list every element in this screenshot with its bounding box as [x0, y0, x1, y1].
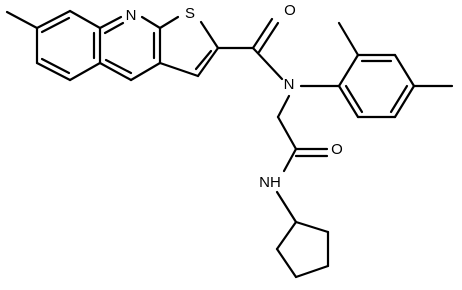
bond: [275, 247, 298, 279]
bond: [275, 190, 298, 224]
bond: [276, 115, 298, 151]
atom-labels: N S O N O NH: [126, 2, 343, 191]
bond: [294, 220, 330, 234]
bond: [98, 61, 133, 82]
bond: [199, 20, 220, 50]
oxygen-label-upper: O: [284, 2, 296, 19]
bond: [393, 53, 416, 88]
bond: [35, 9, 72, 30]
bond: [35, 61, 72, 82]
oxygen-label-lower: O: [331, 141, 343, 158]
bond: [140, 15, 162, 30]
bond: [276, 94, 291, 119]
bond: [158, 15, 180, 30]
bond: [68, 61, 102, 82]
bond: [294, 264, 330, 279]
bond: [251, 46, 284, 81]
bond: [98, 15, 123, 30]
ring-nitrogen-label: N: [126, 7, 137, 24]
bond: [337, 84, 360, 119]
bond: [68, 9, 102, 30]
bond: [282, 147, 298, 173]
double-bond-inner: [194, 49, 213, 71]
methyl-bond-ortho: [337, 21, 360, 57]
bond: [129, 61, 162, 82]
nh-label: NH: [259, 174, 281, 191]
bond: [196, 46, 220, 78]
carbonyl-bond: [251, 17, 274, 50]
amide-nitrogen-label: N: [284, 76, 295, 93]
double-bond-inner: [40, 16, 71, 34]
bonds: [5, 9, 454, 279]
double-bond-inner: [389, 84, 409, 114]
double-bond-inner: [344, 84, 364, 114]
double-bond-inner: [40, 57, 71, 75]
bond: [275, 220, 298, 251]
bond: [337, 53, 360, 88]
double-bond-inner: [104, 58, 133, 75]
bond: [393, 84, 416, 119]
methyl-bond-quinoline: [5, 10, 39, 30]
carbonyl-bond: [257, 21, 280, 54]
bond: [158, 61, 200, 78]
sulfur-label: S: [185, 5, 195, 22]
double-bond-inner: [103, 21, 125, 35]
